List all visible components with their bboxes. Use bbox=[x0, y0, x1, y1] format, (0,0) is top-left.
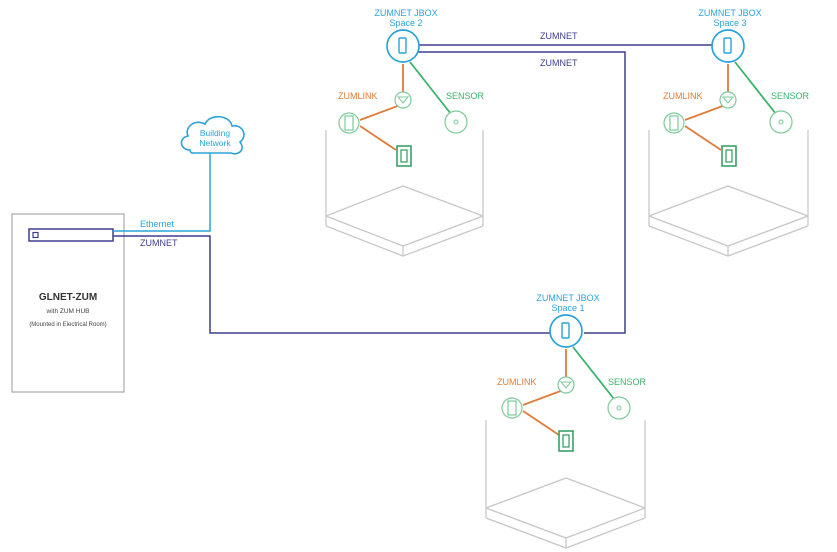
sensor-icon-space3 bbox=[769, 110, 793, 134]
zumlink-line-space1b bbox=[522, 388, 567, 406]
space-label-space1: Space 1 bbox=[551, 303, 585, 313]
sensor-dot-space2 bbox=[453, 119, 459, 125]
switch-icon-space2 bbox=[344, 115, 354, 131]
sensor-label-space2: SENSOR bbox=[446, 91, 485, 101]
fixture-icon-space3 bbox=[719, 91, 737, 109]
switch-icon-space1 bbox=[507, 400, 517, 416]
fixture-glyph-space1 bbox=[559, 381, 573, 389]
room-space1 bbox=[485, 420, 646, 549]
zumnet-label-right: ZUMNET bbox=[540, 58, 578, 68]
fixture-icon-space1 bbox=[557, 376, 575, 394]
sensor-dot-space1 bbox=[616, 405, 622, 411]
space-label-space2: Space 2 bbox=[389, 18, 423, 28]
jbox-label-space3: ZUMNET JBOX bbox=[698, 8, 762, 18]
jbox-module-space1 bbox=[561, 322, 570, 339]
zumnet-label-top: ZUMNET bbox=[540, 31, 578, 41]
space-label-space3: Space 3 bbox=[713, 18, 747, 28]
switch-icon-space3 bbox=[669, 115, 679, 131]
zumlink-line-space3c bbox=[684, 125, 722, 151]
zumnet-line-hub-to-space1 bbox=[113, 235, 550, 334]
wallstation-rocker-space2 bbox=[400, 149, 408, 163]
zumlink-line-space2b bbox=[359, 103, 404, 121]
hub-note: (Mounted in Electrical Room) bbox=[29, 322, 107, 328]
ethernet-label: Ethernet bbox=[140, 219, 175, 229]
fixture-glyph-space3 bbox=[721, 96, 735, 104]
sensor-icon-space2 bbox=[444, 110, 468, 134]
jbox-module-space2 bbox=[398, 37, 407, 54]
jbox-module-space3 bbox=[723, 37, 732, 54]
room-space2 bbox=[325, 130, 484, 257]
zumlink-label-space2: ZUMLINK bbox=[338, 91, 378, 101]
hub-port bbox=[32, 231, 39, 239]
fixture-icon-space2 bbox=[394, 91, 412, 109]
hub-module bbox=[28, 228, 114, 242]
sensor-label-space1: SENSOR bbox=[608, 377, 647, 387]
fixture-glyph-space2 bbox=[396, 96, 410, 104]
wallstation-rocker-space1 bbox=[562, 434, 570, 448]
zumlink-line-space2c bbox=[359, 125, 397, 151]
cloud-icon bbox=[180, 115, 245, 155]
zumlink-line-space3b bbox=[684, 103, 729, 121]
zumnet-line-space2-to-space1 bbox=[416, 51, 626, 334]
zumlink-line-space1c bbox=[522, 410, 560, 436]
sensor-label-space3: SENSOR bbox=[771, 91, 810, 101]
ethernet-line bbox=[113, 153, 211, 232]
cloud-label-line2: Network bbox=[199, 138, 231, 148]
cloud-label-line1: Building bbox=[199, 128, 231, 138]
zumnet-label-hub: ZUMNET bbox=[140, 238, 178, 248]
sensor-dot-space3 bbox=[778, 119, 784, 125]
jbox-label-space2: ZUMNET JBOX bbox=[374, 8, 438, 18]
sensor-icon-space1 bbox=[607, 396, 631, 420]
sensor-line-space2 bbox=[409, 61, 452, 115]
zumlink-label-space1: ZUMLINK bbox=[497, 377, 537, 387]
hub-enclosure bbox=[11, 213, 125, 393]
sensor-line-space1 bbox=[572, 346, 615, 400]
wallstation-rocker-space3 bbox=[725, 149, 733, 163]
jbox-label-space1: ZUMNET JBOX bbox=[536, 293, 600, 303]
zumlink-label-space3: ZUMLINK bbox=[663, 91, 703, 101]
hub-title: GLNET-ZUM bbox=[38, 292, 98, 303]
hub-subtitle: with ZUM HUB bbox=[46, 308, 90, 315]
room-space3 bbox=[648, 130, 809, 257]
sensor-line-space3 bbox=[734, 61, 777, 115]
